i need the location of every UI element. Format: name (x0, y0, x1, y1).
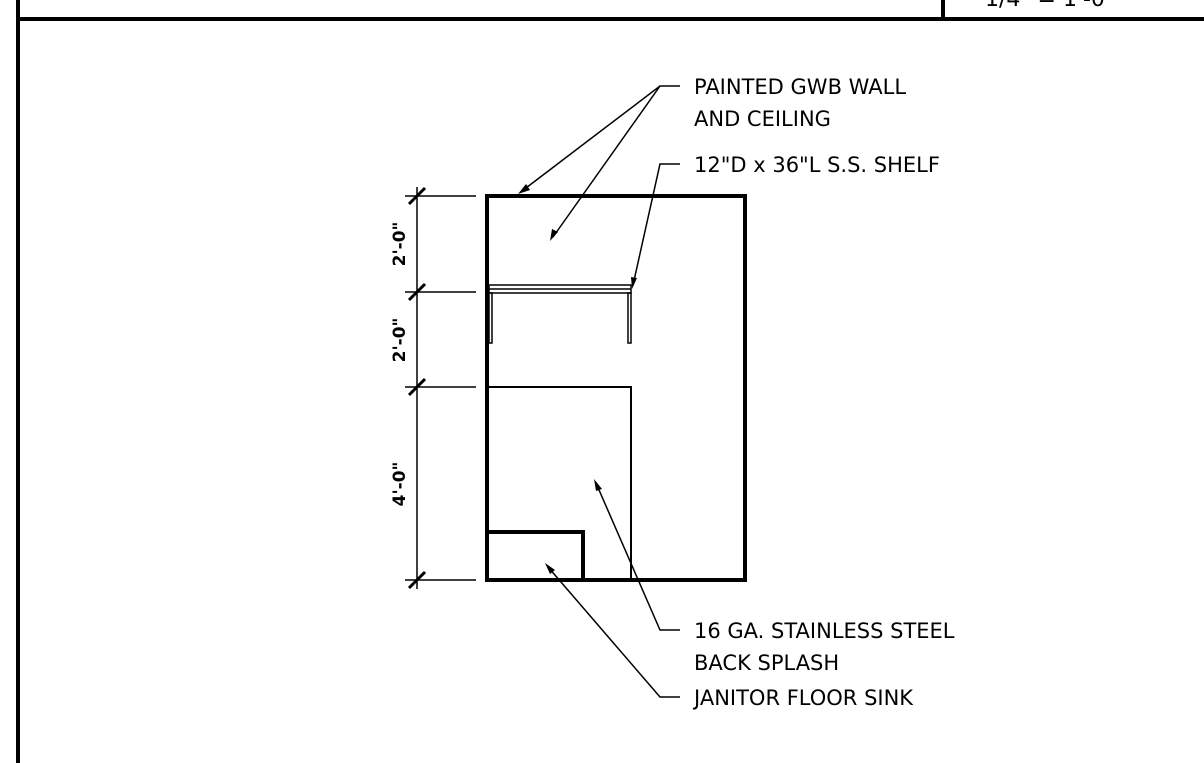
note-splash-line2: BACK SPLASH (694, 651, 839, 675)
floor-sink (487, 530, 585, 580)
arrowhead-floor-sink (545, 563, 555, 574)
dimension-upper-text: 2'-0" (390, 222, 410, 267)
dimension-middle-text: 2'-0" (390, 318, 410, 363)
tick-top (407, 186, 427, 206)
dimension-lower-text: 4'-0" (390, 462, 410, 507)
note-shelf: 12"D x 36"L S.S. SHELF (694, 153, 940, 177)
leader-floor-sink (547, 566, 680, 698)
leader-gwb-ceiling (552, 85, 661, 238)
leader-back-splash (595, 482, 680, 631)
arrowhead-shelf (631, 277, 637, 289)
back-splash (487, 386, 632, 580)
leader-lines (521, 85, 680, 698)
note-floor-sink: JANITOR FLOOR SINK (692, 686, 914, 710)
note-splash-line1: 16 GA. STAINLESS STEEL (694, 619, 955, 643)
tick-splash (407, 377, 427, 397)
arrowhead-gwb-ceiling (550, 229, 558, 241)
shelf-bracket-right (627, 292, 632, 344)
note-gwb-line1: PAINTED GWB WALL (694, 75, 906, 99)
tick-shelf (407, 282, 427, 302)
sheet-frame (16, 0, 1204, 763)
tick-floor (407, 570, 427, 590)
elevation-outline (485, 194, 747, 582)
arrowhead-gwb-wall (518, 184, 530, 194)
arrowhead-back-splash (594, 479, 602, 491)
leader-arrowheads (518, 184, 637, 574)
shelf-bracket-left (488, 292, 493, 344)
leader-gwb-wall (521, 85, 680, 192)
dimension-lines (405, 186, 476, 590)
scale-text: 1/4" = 1'-0" (985, 0, 1115, 12)
leader-shelf (632, 163, 680, 286)
note-gwb-line2: AND CEILING (694, 107, 831, 131)
